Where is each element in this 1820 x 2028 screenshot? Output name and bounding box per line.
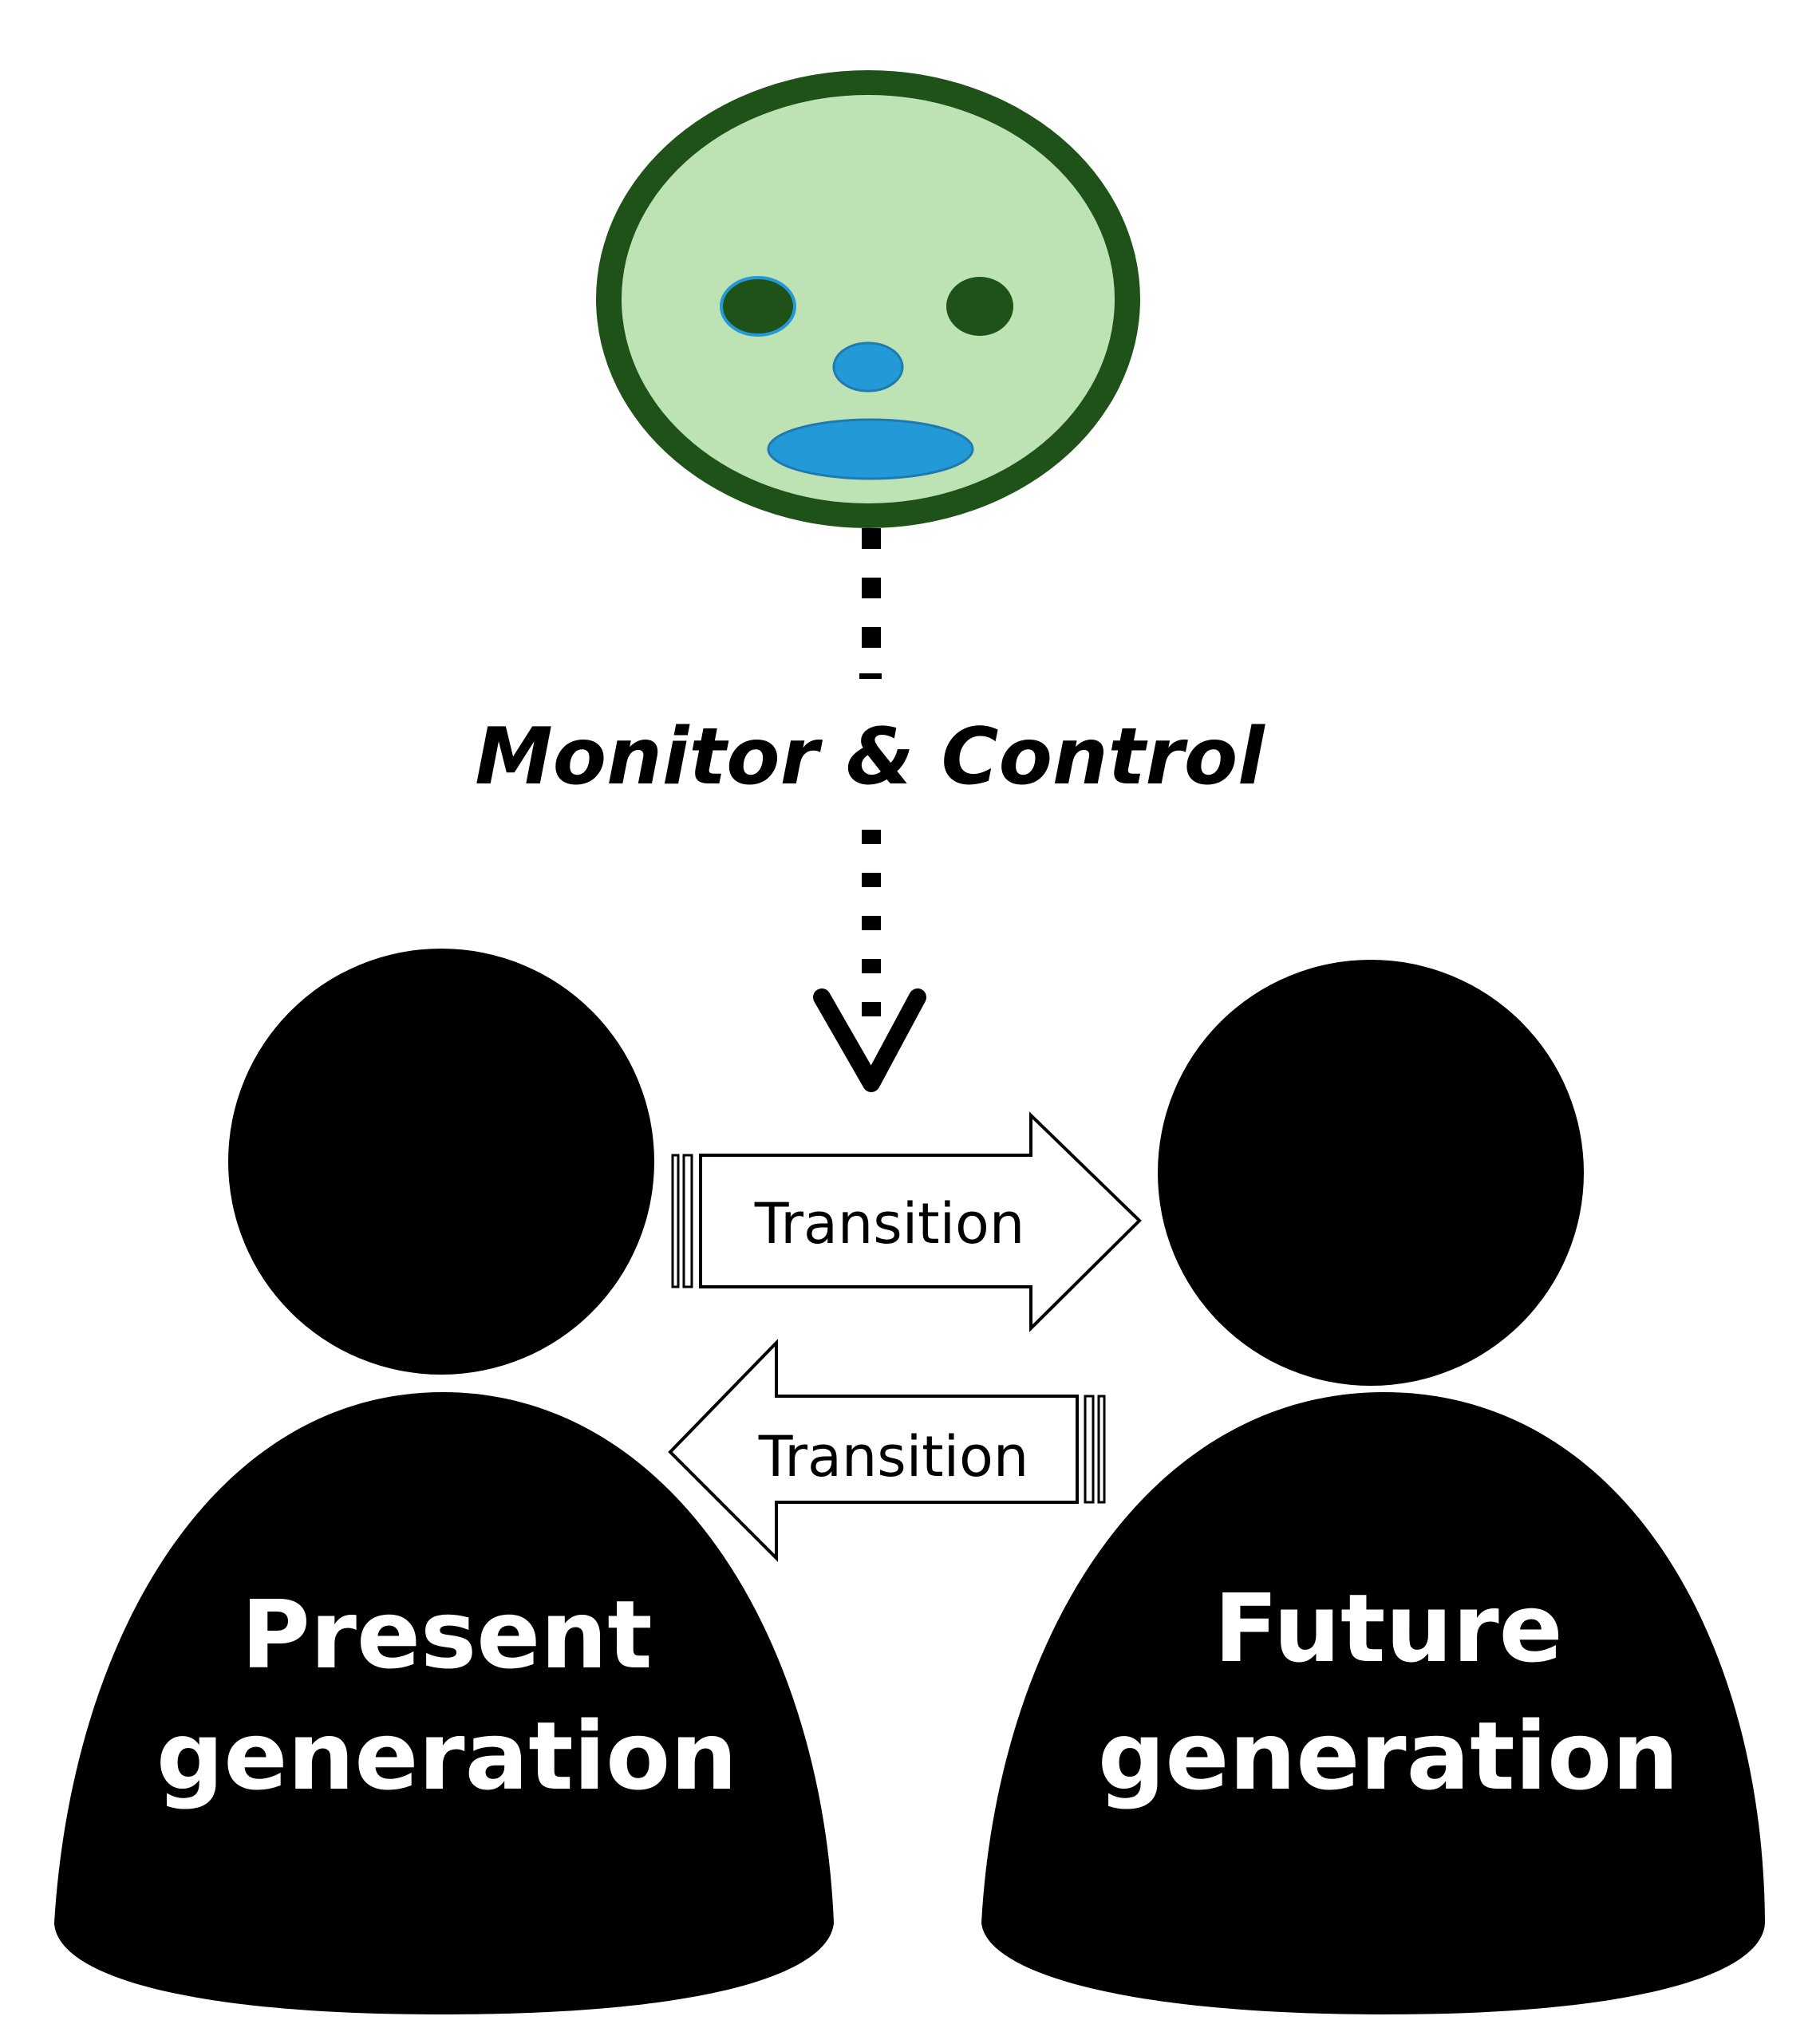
present-label-line1: Present	[241, 1580, 652, 1690]
future-head	[1158, 960, 1584, 1386]
back-stripe-2	[1097, 1395, 1106, 1504]
back-arrow-body	[668, 1339, 1079, 1562]
mouth	[767, 418, 974, 480]
present-body	[54, 1392, 834, 2014]
present-head	[228, 949, 654, 1375]
future-label-line2: generation	[1098, 1701, 1679, 1811]
future-label-line1: Future	[1214, 1573, 1562, 1683]
back-stripe-1	[1084, 1395, 1095, 1504]
control-arrowhead	[813, 988, 926, 1092]
forward-stripe-2	[682, 1154, 693, 1288]
present-label-line2: generation	[156, 1701, 737, 1811]
right-eye	[946, 277, 1013, 336]
transition-back-label: Transition	[758, 1424, 1029, 1489]
control-arrow-tick	[859, 673, 882, 679]
transition-back-arrow: Transition	[668, 1339, 1106, 1562]
control-arrow	[813, 528, 926, 1092]
face-fill	[622, 95, 1115, 503]
future-generation-person-icon: Future generation	[981, 960, 1765, 2014]
face-icon	[596, 70, 1140, 528]
forward-arrow-body	[699, 1111, 1142, 1332]
transition-forward-arrow: Transition	[671, 1111, 1142, 1332]
transition-forward-label: Transition	[754, 1191, 1025, 1257]
monitor-control-label: Monitor & Control	[475, 712, 1265, 803]
future-body	[981, 1392, 1765, 2014]
present-generation-person-icon: Present generation	[54, 949, 834, 2014]
nose	[832, 341, 904, 393]
forward-stripe-1	[671, 1154, 680, 1288]
left-eye	[720, 276, 796, 337]
